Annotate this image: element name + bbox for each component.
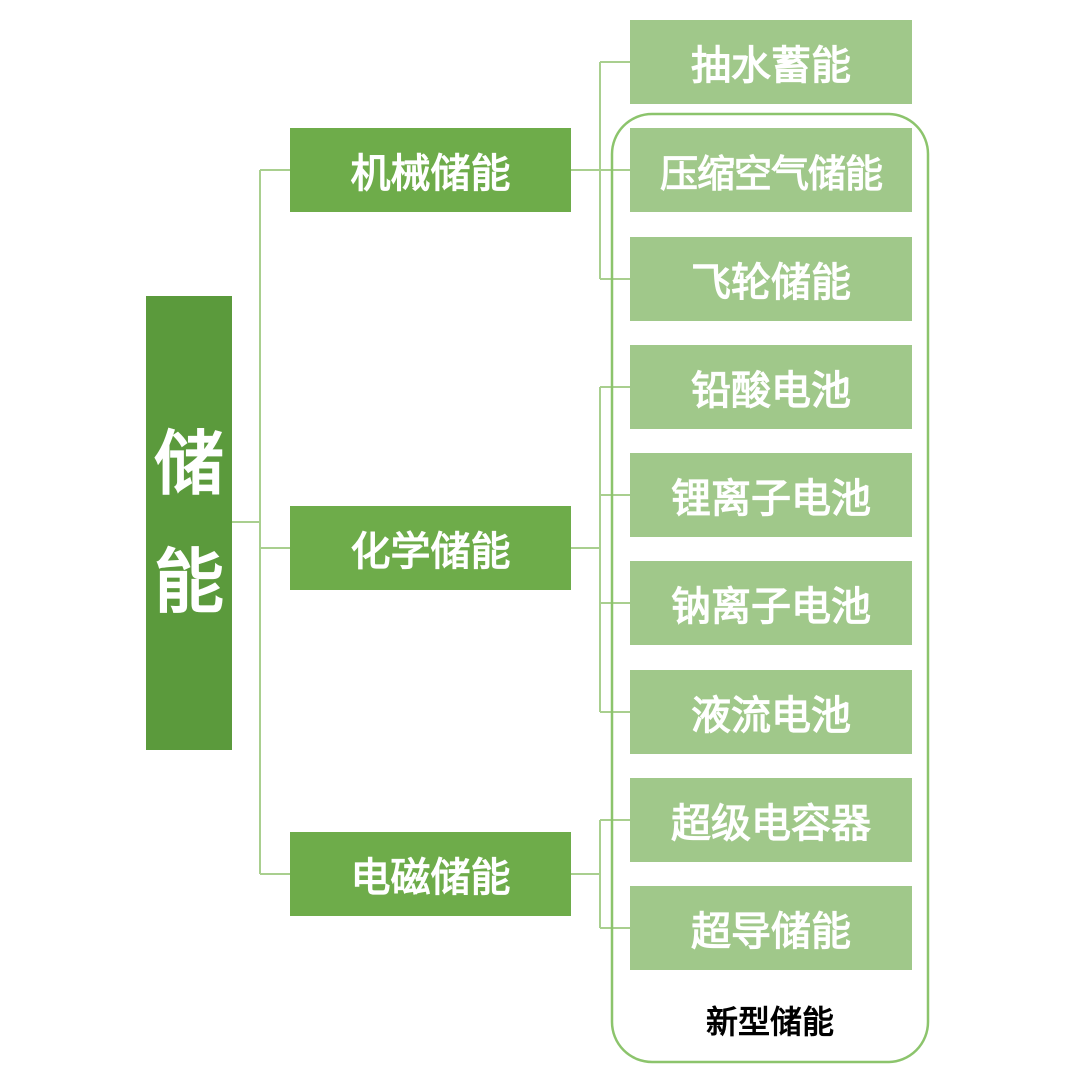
category-node-electromagnetic: 电磁储能 xyxy=(290,832,571,916)
leaf-node-sodium-ion: 钠离子电池 xyxy=(630,561,912,645)
root-node: 储能 xyxy=(146,296,232,750)
leaf-node-superconducting: 超导储能 xyxy=(630,886,912,970)
category-node-chemical: 化学储能 xyxy=(290,506,571,590)
leaf-node-pumped-hydro: 抽水蓄能 xyxy=(630,20,912,104)
leaf-node-supercapacitor: 超级电容器 xyxy=(630,778,912,862)
leaf-node-lead-acid: 铅酸电池 xyxy=(630,345,912,429)
leaf-node-lithium-ion: 锂离子电池 xyxy=(630,453,912,537)
category-node-mechanical: 机械储能 xyxy=(290,128,571,212)
leaf-node-flow-battery: 液流电池 xyxy=(630,670,912,754)
leaf-node-flywheel: 飞轮储能 xyxy=(630,237,912,321)
new-type-group-outline xyxy=(610,112,930,1064)
leaf-node-compressed-air: 压缩空气储能 xyxy=(630,128,912,212)
new-type-group-label: 新型储能 xyxy=(705,1003,834,1041)
root-node-label: 储能 xyxy=(154,423,224,623)
